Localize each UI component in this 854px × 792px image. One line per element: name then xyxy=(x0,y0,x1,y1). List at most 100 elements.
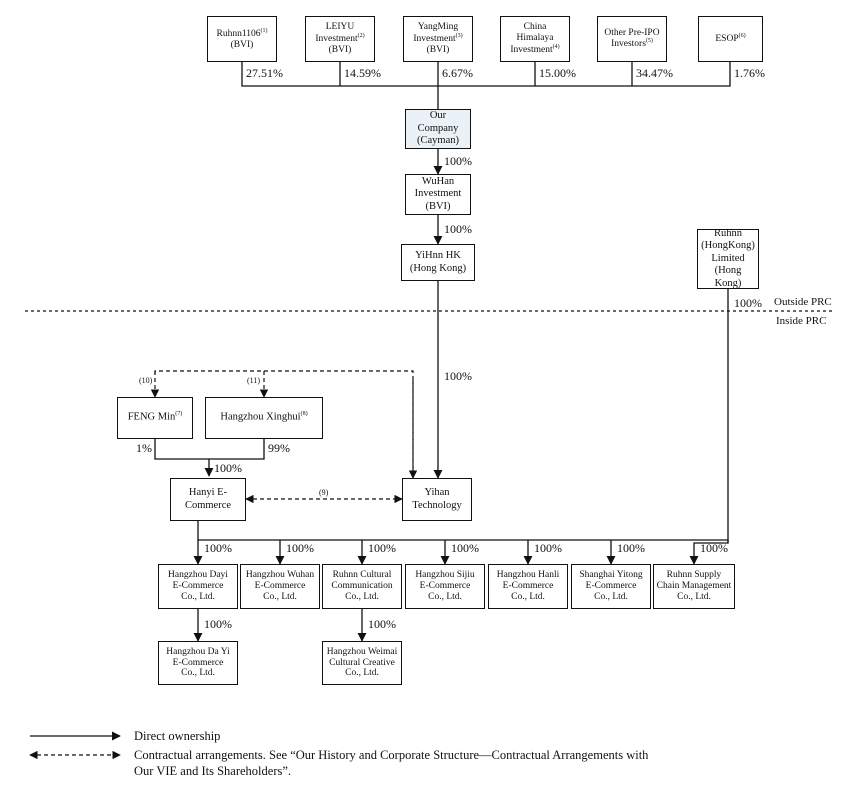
box-line: E-Commerce xyxy=(172,657,224,668)
pct-sub-ruhnn-cultural: 100% xyxy=(368,541,396,555)
shareholder-box-ruhnn1106: Ruhnn1106(1)(BVI) xyxy=(207,16,277,62)
box-line: YiHnn HK xyxy=(415,249,461,261)
feng-min-label: FENG Min(7) xyxy=(127,411,183,423)
box-line: (BVI) xyxy=(425,200,451,212)
shareholder-box-esop: ESOP(6) xyxy=(698,16,763,62)
outside-prc-label: Outside PRC xyxy=(774,296,832,308)
box-line: ESOP(6) xyxy=(715,32,746,45)
shareholder-bus-line xyxy=(241,61,731,109)
subsidiary-bus-line xyxy=(197,521,729,543)
box-line: Co., Ltd. xyxy=(263,591,297,602)
box-line: Hangzhou Wuhan xyxy=(245,570,315,581)
box-line: China xyxy=(523,22,547,33)
pct-sub-supply-chain: 100% xyxy=(700,541,728,555)
box-line: Investment xyxy=(414,188,462,200)
pct-sub-dayi: 100% xyxy=(204,541,232,555)
box-line: Chain Management xyxy=(656,581,732,592)
ref-11: (11) xyxy=(247,376,261,385)
inside-prc-label: Inside PRC xyxy=(776,315,827,327)
box-line: (BVI) xyxy=(230,39,254,50)
box-line: E-Commerce xyxy=(585,581,637,592)
box-line: (Hong Kong) xyxy=(409,262,467,274)
pct-leiyu: 14.59% xyxy=(344,66,381,80)
box-line: Hanyi E- xyxy=(188,486,228,498)
pct-other-pre-ipo: 34.47% xyxy=(636,66,673,80)
box-line: Hangzhou Dayi xyxy=(168,570,228,581)
box-line: Hangzhou Weimai xyxy=(326,646,398,657)
box-line: Yihan xyxy=(424,486,450,498)
box-line: Investment(4) xyxy=(510,43,560,56)
box-line: Commerce xyxy=(184,499,232,511)
hangzhou-xinghui-box: Hangzhou Xinghui(8) xyxy=(205,397,323,439)
box-line: Hangzhou Da Yi xyxy=(166,646,230,657)
box-line: E-Commerce xyxy=(172,581,224,592)
box-line: (BVI) xyxy=(426,45,450,56)
legend-contractual-line1: Contractual arrangements. See “Our Histo… xyxy=(134,748,649,762)
box-line: Co., Ltd. xyxy=(345,591,379,602)
pct-yangming: 6.67% xyxy=(442,66,473,80)
pct-second-dayi-ec: 100% xyxy=(204,617,232,631)
box-line: Communication xyxy=(331,581,393,592)
pct-sub-wuhan-ec: 100% xyxy=(286,541,314,555)
box-line: (HongKong) xyxy=(701,240,755,252)
box-line: Co., Ltd. xyxy=(594,591,628,602)
yihnn-hk-box: YiHnn HK(Hong Kong) xyxy=(401,244,475,281)
box-line: Cultural Creative xyxy=(329,657,395,668)
box-line: Ruhnn1106(1) xyxy=(216,27,268,39)
box-line: LEIYU xyxy=(325,22,355,33)
box-line: Our xyxy=(429,110,447,122)
ref-10: (10) xyxy=(139,376,153,385)
hanyi-ecommerce-box: Hanyi E-Commerce xyxy=(170,478,246,521)
box-line: E-Commerce xyxy=(419,581,471,592)
ref-9: (9) xyxy=(319,488,329,497)
pct-second-weimai: 100% xyxy=(368,617,396,631)
box-line: Limited xyxy=(711,252,745,264)
box-line: Hangzhou Hanli xyxy=(496,570,560,581)
box-line: (BVI) xyxy=(328,45,352,56)
box-line: Co., Ltd. xyxy=(181,591,215,602)
box-line: Investment(2) xyxy=(315,32,365,45)
box-line: Investors(5) xyxy=(611,38,653,50)
box-line: Co., Ltd. xyxy=(428,591,462,602)
box-line: E-Commerce xyxy=(502,581,554,592)
box-line: Himalaya xyxy=(516,32,554,43)
box-line: Co., Ltd. xyxy=(345,668,379,679)
pct-esop: 1.76% xyxy=(734,66,765,80)
box-line: Hangzhou Sijiu xyxy=(415,570,475,581)
pct-xinghui-share: 99% xyxy=(268,441,290,455)
pct-yihnn-to-yihan: 100% xyxy=(444,369,472,383)
box-line: Co., Ltd. xyxy=(511,591,545,602)
box-line: Shanghai Yitong xyxy=(579,570,643,581)
box-line: Co., Ltd. xyxy=(677,591,711,602)
box-line: YangMing xyxy=(417,22,459,33)
box-line: Other Pre-IPO xyxy=(604,27,660,38)
legend-contractual: Contractual arrangements. See “Our Histo… xyxy=(134,747,834,780)
pct-china-himalaya: 15.00% xyxy=(539,66,576,80)
box-line: Ruhnn Cultural xyxy=(332,570,392,581)
pct-company-to-wuhan: 100% xyxy=(444,154,472,168)
pct-ruhnn-hk-to-supply: 100% xyxy=(734,296,762,310)
pct-sub-yitong: 100% xyxy=(617,541,645,555)
ruhnn-hk-box: Ruhnn(HongKong)Limited(Hong Kong) xyxy=(697,228,759,289)
legend-direct-label: Direct ownership xyxy=(134,729,221,743)
hangzhou-xinghui-label: Hangzhou Xinghui(8) xyxy=(220,411,308,423)
box-line: E-Commerce xyxy=(254,581,306,592)
box-line: Technology xyxy=(412,499,462,511)
feng-min-box: FENG Min(7) xyxy=(117,397,193,439)
